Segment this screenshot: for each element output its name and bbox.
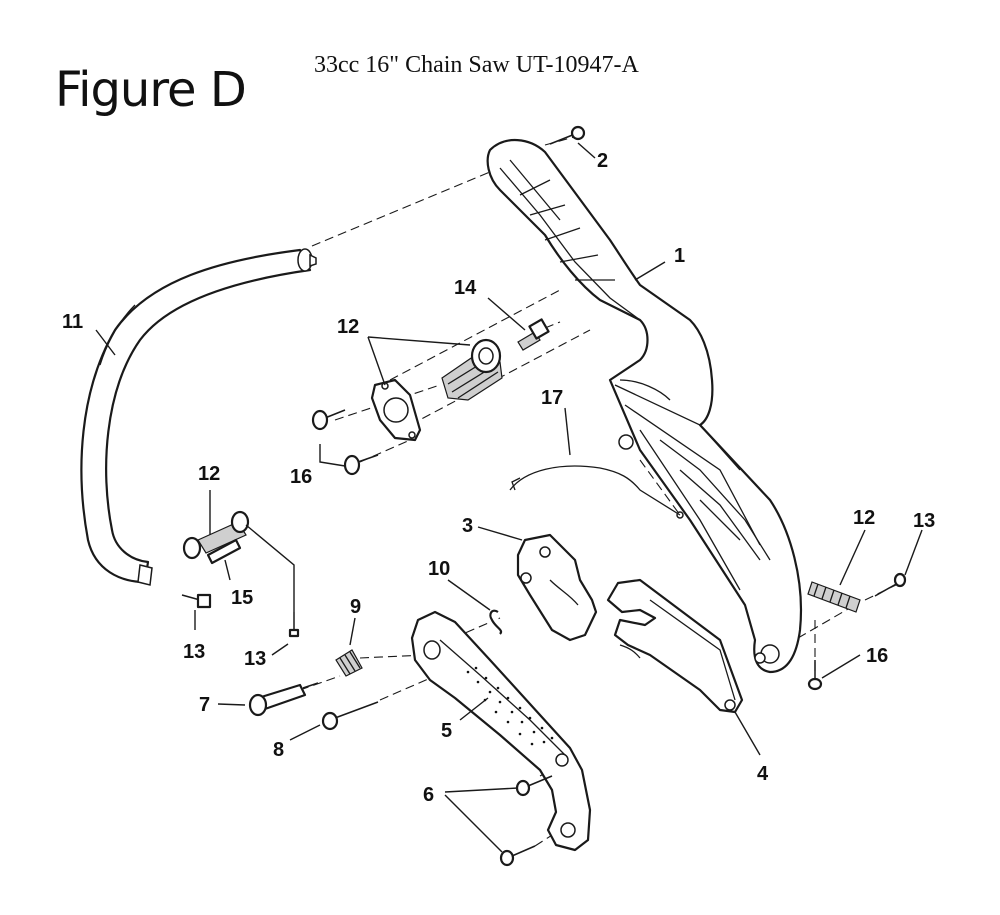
part-10-snap-ring (489, 609, 503, 635)
part-15-sleeve (206, 538, 242, 565)
callout-16-left: 16 (290, 466, 312, 488)
part-5-handle-grip (410, 610, 592, 852)
callout-8: 8 (273, 739, 284, 761)
part-3-throttle-trigger (516, 533, 598, 642)
callout-2: 2 (597, 150, 608, 172)
figure-title: Figure D (55, 62, 247, 118)
part-13-screws (181, 572, 907, 638)
part-9-spring (335, 649, 363, 677)
callout-3: 3 (462, 515, 473, 537)
callout-12-right: 12 (853, 507, 875, 529)
part-4-lockout-lever (606, 578, 744, 714)
part-2-screw (549, 125, 586, 145)
callout-13-right: 13 (913, 510, 935, 532)
part-8-bolt (321, 701, 379, 731)
callout-13-left: 13 (183, 641, 205, 663)
callout-7: 7 (199, 694, 210, 716)
callout-1: 1 (674, 245, 685, 267)
callout-4: 4 (757, 763, 769, 785)
part-16-screws-upper (311, 409, 379, 476)
leader-lines (95, 142, 923, 853)
part-16-screw-lower (807, 660, 823, 691)
callout-16-right: 16 (866, 645, 888, 667)
callout-15: 15 (231, 587, 253, 609)
part-12-vibration-mount-upper (370, 338, 503, 442)
part-17-spring-wire (509, 465, 681, 516)
callout-12-upper: 12 (337, 316, 359, 338)
callout-6: 6 (423, 784, 434, 806)
callout-11: 11 (62, 311, 83, 333)
part-14-screw (517, 318, 550, 351)
part-1-rear-handle-housing (486, 138, 803, 674)
callout-17: 17 (541, 387, 563, 409)
callout-13-middle: 13 (244, 648, 266, 670)
part-11-front-handle-bar (80, 248, 317, 586)
callout-12-left: 12 (198, 463, 220, 485)
callout-5: 5 (441, 720, 452, 742)
callout-9: 9 (350, 596, 361, 618)
part-6-screws (499, 775, 553, 867)
callout-labels: 1 2 3 4 5 6 7 8 9 10 11 12 12 12 13 13 1… (62, 150, 935, 806)
callout-14: 14 (454, 277, 477, 299)
figure-subtitle: 33cc 16" Chain Saw UT-10947-A (314, 52, 639, 78)
grip-texture (466, 666, 554, 746)
part-7-pivot-pin (248, 682, 319, 717)
part-12-spring-right (807, 581, 861, 613)
callout-10: 10 (428, 558, 450, 580)
part-12-vibration-mount-left (182, 510, 250, 560)
